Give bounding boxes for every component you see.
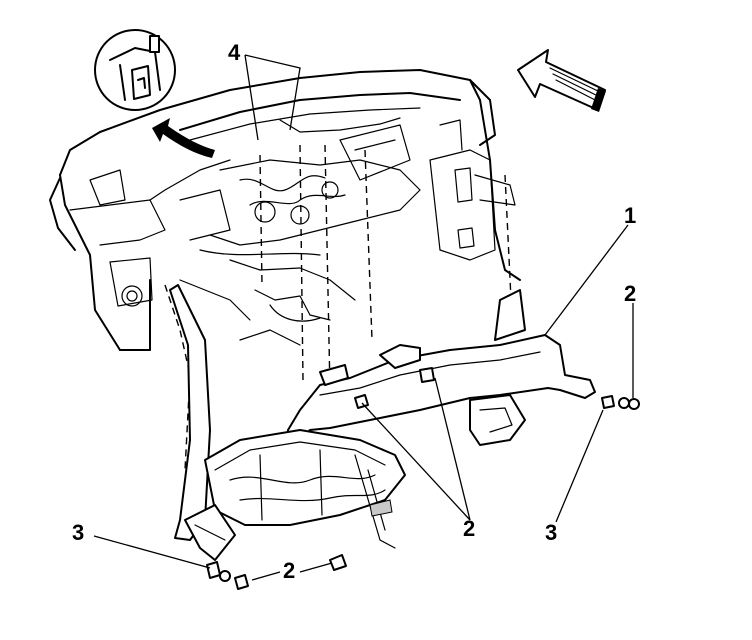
bolt-right-upper	[601, 395, 640, 410]
callout-3-left: 3	[72, 520, 85, 545]
bolt-bottom-left	[206, 561, 231, 582]
bolt-bottom-middle	[234, 574, 249, 590]
callout-2-right: 2	[624, 281, 637, 306]
leader-lines	[93, 54, 634, 581]
instrument-panel-carrier-tube	[169, 284, 596, 541]
inset-pointer-arrow-icon	[152, 118, 215, 158]
lower-bracket-assembly	[184, 429, 406, 561]
callout-3-right: 3	[545, 520, 558, 545]
dash-cowl-structure	[49, 69, 521, 471]
bolt-center-2	[419, 367, 435, 383]
vehicle-location-inset-icon	[94, 29, 176, 111]
callout-2-middle: 2	[463, 516, 476, 541]
fasteners	[206, 367, 640, 590]
bolt-center-1	[354, 394, 369, 409]
bolt-bottom-right	[329, 554, 347, 571]
callout-1: 1	[624, 203, 637, 228]
front-of-vehicle-arrow-icon	[517, 49, 606, 112]
callout-2-bottom: 2	[283, 558, 296, 583]
callout-4: 4	[228, 40, 241, 65]
